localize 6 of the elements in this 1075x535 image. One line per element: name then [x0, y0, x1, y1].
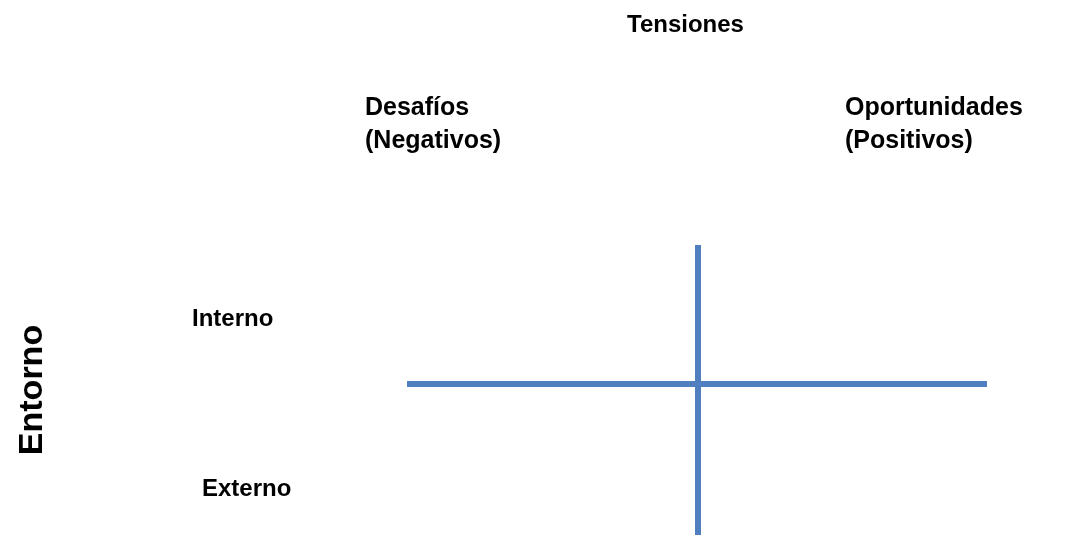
heading: Tensiones	[627, 9, 745, 39]
column-label: Desafíos (Negativos)	[365, 91, 503, 155]
axis-title: Entorno	[9, 324, 50, 456]
row-label: Interno	[192, 303, 275, 333]
row-label: Externo	[202, 473, 293, 503]
column-label: Oportunidades (Positivos)	[845, 91, 1024, 155]
